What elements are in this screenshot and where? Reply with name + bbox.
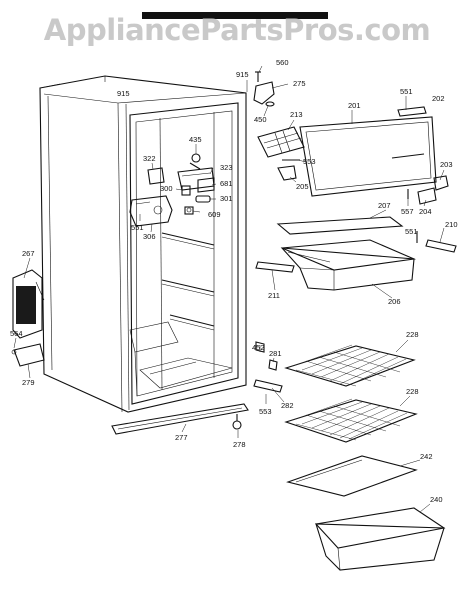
callout-560: 560 — [276, 58, 289, 67]
header-bar — [142, 12, 328, 19]
callout-labels: 915 915 560 275 450 213 201 551 202 435 … — [10, 58, 458, 504]
callout-213: 213 — [290, 110, 303, 119]
shelf-supports[interactable] — [253, 341, 283, 393]
cover-681[interactable] — [197, 177, 215, 193]
hinge-203[interactable] — [433, 175, 449, 191]
callout-306: 306 — [143, 232, 156, 241]
crisper-drawer-240[interactable] — [314, 507, 446, 571]
callout-553-door: 553 — [303, 157, 316, 166]
rail-211[interactable] — [255, 261, 295, 273]
callout-203: 203 — [440, 160, 453, 169]
compressor-267[interactable] — [12, 269, 45, 339]
callout-205: 205 — [296, 182, 309, 191]
callout-202: 202 — [432, 94, 445, 103]
ice-tray-213[interactable] — [257, 126, 305, 158]
glass-shelf-242[interactable] — [286, 455, 418, 497]
bushing-450[interactable] — [265, 101, 275, 107]
handle-202[interactable] — [397, 106, 427, 117]
callout-435: 435 — [189, 135, 202, 144]
callout-240: 240 — [430, 495, 443, 504]
callout-915-hinge: 915 — [236, 70, 249, 79]
shelf-rails — [161, 232, 215, 331]
bracket-322[interactable] — [147, 167, 165, 185]
callout-275: 275 — [293, 79, 306, 88]
rail-210[interactable] — [425, 239, 457, 253]
callout-204: 204 — [419, 207, 432, 216]
callout-557: 557 — [401, 207, 414, 216]
lamp-301[interactable] — [195, 195, 211, 203]
callout-206: 206 — [388, 297, 401, 306]
callout-301: 301 — [220, 194, 233, 203]
callout-267: 267 — [22, 249, 35, 258]
leveling-leg-278[interactable] — [232, 414, 242, 430]
callout-242: 242 — [420, 452, 433, 461]
callout-551-rail: 551 — [405, 227, 418, 236]
callout-322: 322 — [143, 154, 156, 163]
knob-609[interactable] — [184, 206, 194, 215]
hinge-275[interactable] — [253, 81, 275, 105]
switch-300[interactable] — [181, 185, 191, 196]
callout-300: 300 — [160, 184, 173, 193]
callout-201: 201 — [348, 101, 361, 110]
callout-279: 279 — [22, 378, 35, 387]
callout-228-lower: 228 — [406, 387, 419, 396]
thermostat-control-306[interactable] — [129, 195, 173, 227]
shelf-upper-228[interactable] — [284, 344, 416, 387]
meat-keeper-206[interactable] — [280, 239, 417, 291]
callout-282: 282 — [281, 401, 294, 410]
callout-564: 564 — [10, 329, 23, 338]
freezer-door-201[interactable] — [299, 116, 437, 197]
shelf-lower-228[interactable] — [284, 398, 418, 443]
callout-551-control: 551 — [131, 223, 144, 232]
keeper-cover-207[interactable] — [276, 216, 404, 235]
cabinet[interactable] — [39, 75, 247, 413]
callout-278: 278 — [233, 440, 246, 449]
callout-452: 452 — [252, 343, 265, 352]
callout-553-shelf: 553 — [259, 407, 272, 416]
bracket-204[interactable] — [417, 187, 437, 205]
callout-228-upper: 228 — [406, 330, 419, 339]
callout-551-top: 551 — [400, 87, 413, 96]
base-grille-277[interactable] — [111, 403, 249, 435]
leader-lines — [13, 65, 445, 513]
callout-609: 609 — [208, 210, 221, 219]
callout-323: 323 — [220, 163, 233, 172]
callout-915-cabinet: 915 — [117, 89, 130, 98]
light-socket-435[interactable] — [189, 153, 201, 170]
cabinet-outer-shell — [39, 75, 247, 413]
callout-450: 450 — [254, 115, 267, 124]
callout-277: 277 — [175, 433, 188, 442]
site-watermark: AppliancePartsPros.com — [43, 13, 431, 47]
bracket-279[interactable] — [11, 343, 45, 367]
callout-281: 281 — [269, 349, 282, 358]
callout-681: 681 — [220, 179, 233, 188]
screw-560[interactable] — [255, 71, 261, 82]
callout-210: 210 — [445, 220, 458, 229]
callout-211: 211 — [268, 291, 280, 300]
callout-207: 207 — [378, 201, 391, 210]
latch-205[interactable] — [277, 165, 297, 181]
cabinet-liner — [129, 102, 239, 405]
